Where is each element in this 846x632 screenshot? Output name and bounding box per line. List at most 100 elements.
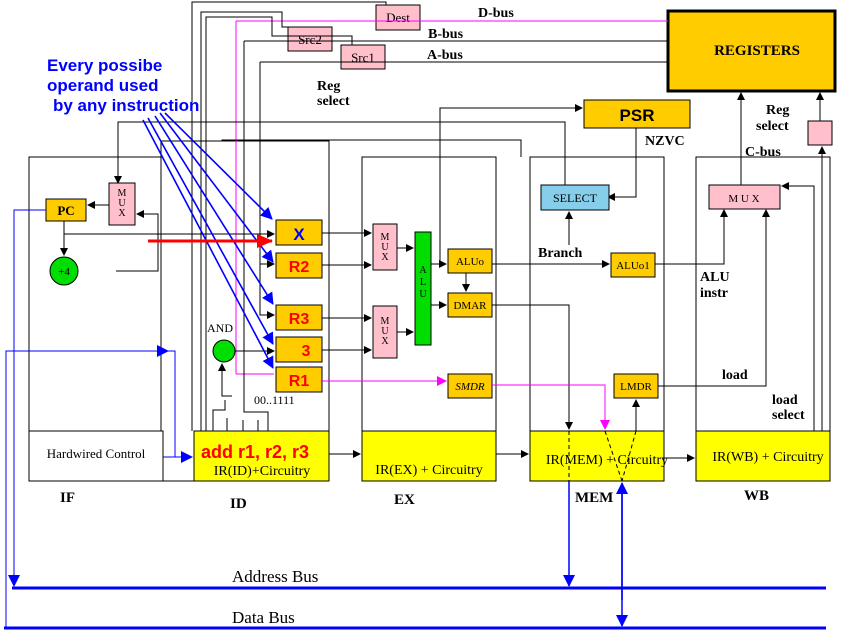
ir-mem-label: IR(MEM) + Circuitry (546, 453, 668, 468)
operand-r1-label: R1 (289, 373, 310, 390)
data-bus-to-if (5, 350, 192, 628)
branch-label: Branch (538, 246, 583, 261)
load-select-label-2: select (772, 408, 805, 423)
operand-r2-label: R2 (289, 259, 310, 276)
operand-3-box (275, 336, 323, 363)
src1-control-wire (205, 16, 353, 431)
operand-r1-box (275, 366, 323, 393)
mux-if (108, 182, 136, 226)
alu-to-psr-wire (439, 104, 583, 264)
ir-id-wire-5 (243, 380, 269, 431)
psr-box (583, 99, 691, 129)
stage-ex-label: EX (394, 492, 415, 508)
aluo1-label: ALUo1 (616, 260, 650, 272)
ir-wb-label: IR(WB) + Circuitry (712, 450, 823, 465)
ir-id-box (193, 430, 330, 482)
load-label: load (722, 368, 748, 383)
ir-wb-box (695, 430, 831, 482)
smdr-box (447, 373, 493, 399)
operand-r3-label: R3 (289, 311, 310, 328)
nzvc-label: NZVC (645, 134, 685, 149)
stage-mem-label: MEM (575, 490, 613, 506)
mux-wb (708, 184, 781, 210)
ir-mem-box (529, 430, 665, 482)
src2-label: Src2 (298, 32, 322, 47)
address-bus-label: Address Bus (232, 567, 318, 586)
plus4-label: +4 (58, 266, 70, 278)
select-label: SELECT (553, 191, 598, 205)
aluo1-box (610, 252, 656, 278)
operand-r3-box (275, 304, 323, 331)
b-bus-label: B-bus (428, 27, 464, 42)
aluo1-to-mux-wb (655, 209, 728, 265)
registers-label: REGISTERS (714, 43, 800, 59)
smdr-label: SMDR (455, 381, 485, 393)
reg-select-box (807, 120, 833, 146)
lmdr-to-mux-wb (658, 209, 770, 387)
ir-ex-label: IR(EX) + Circuitry (375, 463, 482, 478)
mem-dash-2 (604, 430, 623, 482)
mem-stage-box (529, 156, 665, 482)
dmar-to-address (492, 304, 573, 430)
reg-select-label-1: Reg (317, 79, 340, 94)
mux-wb-label: M U X (728, 193, 759, 205)
c-bus-label: C-bus (745, 145, 781, 160)
operand-x-box (275, 219, 323, 246)
src1-label: Src1 (351, 50, 375, 65)
annotation-line-1: Every possibe (47, 56, 162, 75)
alu-instr-label-1: ALU (700, 270, 730, 285)
stage-if-label: IF (60, 490, 75, 506)
alu-box (414, 231, 432, 346)
top-feedback-wire (221, 139, 522, 157)
aluo-box (447, 248, 493, 274)
dest-box (375, 4, 421, 31)
bits-wire (218, 363, 232, 397)
annotation-line-2: operand used (47, 76, 158, 95)
registers-box (666, 9, 837, 93)
select-to-pc-wire (114, 121, 566, 185)
dmar-label: DMAR (453, 300, 487, 312)
ir-ex-box (361, 430, 497, 482)
d-bus-label: D-bus (478, 6, 514, 21)
instruction-text: add r1, r2, r3 (201, 442, 309, 462)
psr-label: PSR (620, 106, 655, 125)
annotation-line-3: by any instruction (53, 96, 199, 115)
lmdr-label: LMDR (620, 381, 652, 393)
mux-ex-bottom (372, 305, 398, 359)
hardwired-control-box (28, 430, 164, 482)
smdr-to-mem (492, 384, 610, 430)
and-gate (212, 339, 236, 363)
ir-id-wire-1 (212, 400, 226, 431)
dmar-box (447, 292, 493, 318)
pc-label: PC (57, 203, 74, 218)
a-bus-down (259, 62, 275, 319)
src2-control-wire (200, 11, 288, 431)
operand-3-label: 3 (302, 343, 311, 360)
reg-select-right-2: select (756, 119, 789, 134)
stage-wb-label: WB (744, 488, 769, 504)
src2-box (287, 26, 333, 52)
reg-select-label-2: select (317, 94, 350, 109)
mux-ex-top (372, 223, 398, 271)
select-box (540, 184, 610, 211)
reg-select-right-1: Reg (766, 103, 789, 118)
dest-label: Dest (386, 10, 410, 25)
operand-r2-box (275, 252, 323, 279)
wb-load-select-wire (781, 182, 815, 431)
dest-control-wire (191, 1, 387, 431)
data-bus-label: Data Bus (232, 608, 295, 627)
mem-dash-3 (621, 430, 637, 482)
ir-id-label: IR(ID)+Circuitry (214, 464, 311, 479)
bits-label: 00..1111 (254, 393, 295, 407)
aluo-label: ALUo (456, 256, 485, 268)
annotation-arrows (142, 112, 274, 369)
pc-to-address-bus (8, 209, 46, 587)
plus4-adder (49, 256, 79, 286)
a-bus-label: A-bus (427, 48, 463, 63)
psr-to-select-wire (607, 128, 637, 201)
